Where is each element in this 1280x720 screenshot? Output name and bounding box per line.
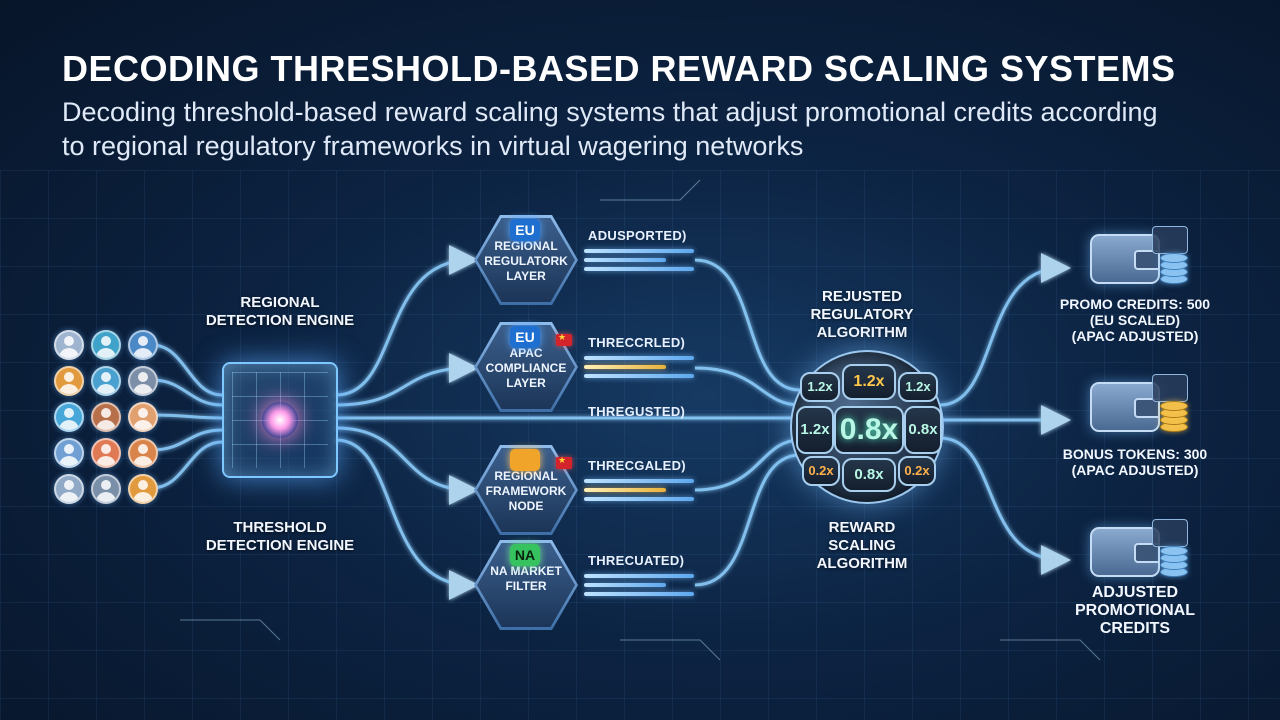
flow-layer-2-sphere (694, 366, 801, 407)
output-label-line: (APAC ADJUSTED) (1071, 328, 1199, 344)
flow-users-2 (151, 378, 223, 407)
threshold-status-label: THRECGALED) (588, 458, 686, 473)
threshold-bar (584, 479, 694, 483)
threshold-status-label: ADUSPORTED) (588, 228, 687, 243)
threshold-bar (584, 365, 666, 369)
multiplier-tile: 0.8x (842, 458, 896, 492)
region-badge: EU (510, 326, 540, 348)
threshold-bar (584, 249, 694, 253)
flow-users-1 (151, 343, 223, 397)
output-label-line: BONUS TOKENS: 300 (1062, 446, 1208, 462)
page-title: DECODING THRESHOLD-BASED REWARD SCALING … (62, 48, 1176, 89)
output-label-line: (EU SCALED) (1089, 312, 1181, 328)
page-subtitle: Decoding threshold-based reward scaling … (62, 97, 1158, 161)
multiplier-tile-center: 0.8x (834, 406, 904, 454)
user-avatar-icon (91, 330, 121, 360)
wallet-icon (1090, 527, 1160, 577)
output-label: BONUS TOKENS: 300(APAC ADJUSTED) (1050, 446, 1220, 478)
wallet-icon (1090, 382, 1160, 432)
processor-cube-icon (222, 362, 338, 478)
coin-stack-icon (1160, 248, 1188, 284)
threshold-bar (584, 356, 694, 360)
flow-to-layer-3 (335, 426, 479, 505)
flow-layer-1-sphere (694, 258, 801, 392)
output-label-line: PROMO CREDITS: 500 (1059, 296, 1211, 312)
user-avatar-icon (91, 402, 121, 432)
flow-to-output-3 (939, 436, 1071, 575)
output-label: PROMO CREDITS: 500(EU SCALED)(APAC ADJUS… (1050, 296, 1220, 344)
layer-node-label: REGIONAL FRAMEWORK NODE (485, 469, 567, 513)
wallet-icon (1090, 234, 1160, 284)
flow-to-layer-1 (335, 245, 479, 397)
multiplier-tile: 0.2x (898, 456, 936, 486)
receipt-card-icon (1152, 226, 1188, 254)
region-badge (510, 449, 540, 471)
threshold-status-label: THRECCRLED) (588, 335, 686, 350)
flow-layer-3-sphere (694, 438, 801, 492)
threshold-bar (584, 497, 694, 501)
user-avatar-icon (128, 330, 158, 360)
output-label-line: CREDITS (1099, 620, 1171, 637)
layer-node-label: REGIONAL REGULATORK LAYER (484, 239, 568, 283)
user-avatar-icon (54, 438, 84, 468)
receipt-card-icon (1152, 519, 1188, 547)
user-avatar-icon (91, 438, 121, 468)
coin-stack-icon (1160, 396, 1188, 432)
user-avatar-icon (91, 474, 121, 504)
flow-layer-4-sphere (694, 453, 801, 587)
threshold-bar (584, 374, 694, 378)
multiplier-tile: 1.2x (898, 372, 938, 402)
threshold-status-label: THRECUATED) (588, 553, 685, 568)
regional-detection-engine-label: REGIONAL DETECTION ENGINE (205, 294, 355, 329)
multiplier-tile: 0.2x (802, 456, 840, 486)
direct-threshold-label: THREGUSTED) (588, 404, 686, 419)
user-avatar-icon (91, 366, 121, 396)
user-avatar-icon (54, 402, 84, 432)
region-flag-icon (556, 332, 572, 346)
threshold-bar (584, 267, 694, 271)
flow-users-3 (151, 413, 223, 420)
flow-to-output-1 (939, 253, 1071, 407)
regulatory-algorithm-label: REJUSTED REGULATORY ALGORITHM (810, 288, 914, 341)
scaling-sphere: 1.2x 1.2x 1.2x 1.2x 0.8x 0.8x 0.2x 0.2x … (790, 350, 944, 504)
threshold-bar (584, 592, 694, 596)
coin-stack-icon (1160, 541, 1188, 577)
flow-users-4 (151, 428, 223, 452)
multiplier-tile: 1.2x (800, 372, 840, 402)
flow-to-layer-2 (335, 353, 479, 407)
user-avatar-icon (128, 402, 158, 432)
multiplier-tile: 1.2x (842, 364, 896, 400)
user-avatar-icon (128, 474, 158, 504)
output-label-line: (APAC ADJUSTED) (1071, 462, 1199, 478)
layer-node-label: NA MARKET FILTER (490, 564, 562, 593)
region-badge: EU (510, 219, 540, 241)
user-avatar-icon (54, 330, 84, 360)
threshold-bar (584, 488, 666, 492)
multiplier-tile: 0.8x (904, 406, 942, 454)
user-avatar-icon (54, 474, 84, 504)
threshold-bar (584, 574, 694, 578)
user-avatar-icon (128, 366, 158, 396)
user-avatar-icon (54, 366, 84, 396)
layer-node-label: APAC COMPLIANCE LAYER (485, 346, 567, 390)
output-label-line: PROMOTIONAL (1075, 602, 1195, 619)
flow-users-5 (151, 440, 223, 490)
threshold-bar (584, 258, 666, 262)
flow-to-layer-4 (335, 438, 479, 600)
multiplier-tile: 1.2x (796, 406, 834, 454)
threshold-detection-engine-label: THRESHOLD DETECTION ENGINE (205, 519, 355, 554)
threshold-bar (584, 583, 666, 587)
region-badge: NA (510, 544, 540, 566)
user-avatar-icon (128, 438, 158, 468)
reward-scaling-algorithm-label: REWARD SCALING ALGORITHM (816, 519, 908, 572)
region-flag-icon (556, 455, 572, 469)
output-label-line: ADJUSTED (1091, 584, 1179, 601)
